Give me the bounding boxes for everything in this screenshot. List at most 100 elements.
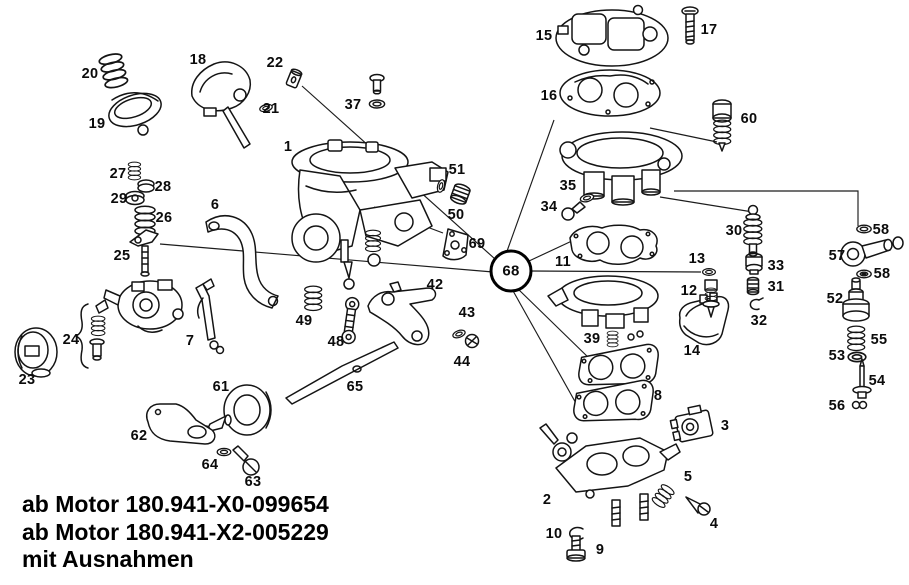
part-drawing-63 — [232, 445, 260, 476]
part-label-56: 56 — [828, 398, 846, 414]
part-label-48: 48 — [327, 334, 345, 350]
part-label-58: 58 — [872, 222, 890, 238]
part-label-63: 63 — [244, 474, 262, 490]
part-label-23: 23 — [18, 372, 36, 388]
part-drawing-52 — [842, 277, 870, 322]
part-drawing-29 — [125, 190, 145, 206]
part-drawing-6 — [205, 215, 279, 309]
part-drawing-60 — [712, 99, 732, 152]
part-drawing-69 — [442, 228, 469, 261]
part-drawing-24 — [75, 299, 109, 369]
note-line-2: ab Motor 180.941-X2-005229 — [22, 518, 329, 545]
part-label-69: 69 — [468, 236, 486, 252]
part-drawing-9 — [566, 535, 586, 562]
part-label-33: 33 — [767, 258, 785, 274]
part-drawing-65 — [285, 341, 399, 405]
part-drawing-43 — [451, 328, 467, 340]
part-drawing-64 — [216, 447, 232, 457]
part-drawing-35 — [578, 192, 596, 204]
part-label-65: 65 — [346, 379, 364, 395]
part-label-26: 26 — [155, 210, 173, 226]
part-label-54: 54 — [868, 373, 886, 389]
part-label-16: 16 — [540, 88, 558, 104]
part-label-39: 39 — [583, 331, 601, 347]
part-drawing-7 — [195, 278, 225, 355]
part-label-9: 9 — [595, 542, 605, 558]
applicability-notes: ab Motor 180.941-X0-099654 ab Motor 180.… — [22, 491, 329, 574]
part-drawing-31 — [746, 276, 760, 296]
part-label-57: 57 — [828, 248, 846, 264]
part-drawing-12 — [702, 279, 720, 318]
part-label-3: 3 — [720, 418, 730, 434]
part-label-4: 4 — [709, 516, 719, 532]
part-label-27: 27 — [109, 166, 127, 182]
part-label-31: 31 — [767, 279, 785, 295]
part-label-25: 25 — [113, 248, 131, 264]
part-drawing-23 — [14, 327, 58, 378]
part-label-8: 8 — [653, 388, 663, 404]
part-label-14: 14 — [683, 343, 701, 359]
note-line-1: ab Motor 180.941-X0-099654 — [22, 491, 329, 517]
accelerator-pump-cluster — [103, 279, 184, 333]
part-drawing-2 — [539, 423, 681, 527]
part-drawing-55 — [847, 325, 866, 352]
part-drawing-19 — [108, 92, 162, 136]
part-label-5: 5 — [683, 469, 693, 485]
part-drawing-14 — [678, 292, 730, 346]
part-drawing-20 — [97, 51, 130, 91]
part-drawing-3 — [669, 404, 714, 443]
part-drawing-8b — [570, 378, 657, 427]
part-label-55: 55 — [870, 332, 888, 348]
part-drawing-58-upper — [856, 224, 872, 234]
part-drawing-58-lower — [856, 269, 872, 279]
part-label-6: 6 — [210, 197, 220, 213]
part-drawing-25 — [129, 229, 159, 277]
part-label-7: 7 — [185, 333, 195, 349]
part-label-62: 62 — [130, 428, 148, 444]
part-label-15: 15 — [535, 28, 553, 44]
float-bowl-body-39 — [547, 275, 659, 348]
part-label-35: 35 — [559, 178, 577, 194]
part-label-28: 28 — [154, 179, 172, 195]
part-drawing-27 — [127, 161, 142, 181]
part-label-64: 64 — [201, 457, 219, 473]
float-cover-assembly — [559, 131, 683, 206]
part-label-32: 32 — [750, 313, 768, 329]
part-label-50: 50 — [447, 207, 465, 223]
part-label-37: 37 — [344, 97, 362, 113]
part-label-19: 19 — [88, 116, 106, 132]
part-drawing-34 — [561, 201, 586, 221]
part-label-68: 68 — [489, 249, 533, 293]
part-drawing-50 — [449, 183, 471, 205]
part-label-49: 49 — [295, 313, 313, 329]
part-label-43: 43 — [458, 305, 476, 321]
part-label-30: 30 — [725, 223, 743, 239]
part-label-52: 52 — [826, 291, 844, 307]
part-label-24: 24 — [62, 332, 80, 348]
part-label-1: 1 — [283, 139, 293, 155]
part-drawing-54 — [852, 358, 872, 399]
part-drawing-42 — [367, 281, 437, 346]
part-drawing-57 — [840, 236, 904, 267]
part-label-44: 44 — [453, 354, 471, 370]
part-drawing-37 — [368, 73, 386, 109]
part-drawing-33 — [745, 252, 763, 275]
part-drawing-28 — [137, 179, 155, 193]
part-label-17: 17 — [700, 22, 718, 38]
part-drawing-44 — [464, 333, 480, 349]
part-label-29: 29 — [110, 191, 128, 207]
part-label-11: 11 — [555, 254, 571, 270]
part-label-10: 10 — [545, 526, 563, 542]
part-drawing-13 — [701, 268, 717, 276]
part-drawing-4 — [685, 496, 711, 516]
part-drawing-1 — [291, 139, 449, 290]
note-line-3: mit Ausnahmen — [22, 546, 194, 572]
part-label-34: 34 — [540, 199, 558, 215]
part-drawing-22 — [285, 68, 303, 89]
part-label-60: 60 — [740, 111, 758, 127]
part-drawing-18 — [191, 61, 252, 149]
part-label-53: 53 — [828, 348, 846, 364]
part-label-12: 12 — [680, 283, 698, 299]
